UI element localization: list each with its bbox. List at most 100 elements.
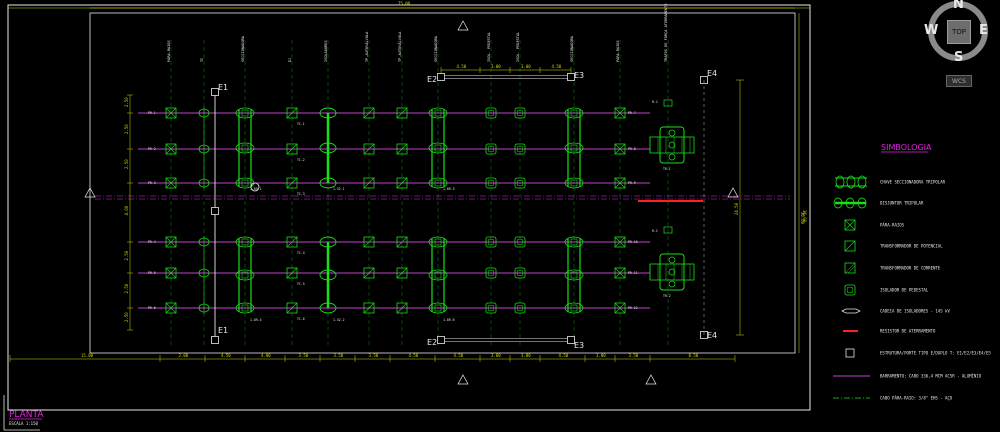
viewcube-north[interactable]: N — [953, 0, 964, 12]
legend-item: ESTRUTURA/PORTE TIPO E/DUPLO T: E1/E2/E3… — [845, 348, 991, 358]
breaker-pole — [319, 107, 337, 119]
pedestal-insulator-core — [488, 110, 494, 116]
switch-pole — [235, 269, 255, 281]
left-dim-value: 2.50 — [124, 312, 129, 322]
legend-symbol — [845, 348, 855, 358]
potential-transformer-diag — [396, 236, 408, 248]
potential-transformer-diag — [363, 177, 375, 189]
pedestal-insulator-core — [517, 110, 523, 116]
section-marker — [457, 374, 469, 385]
switch-pole — [564, 236, 584, 248]
transformer-tank — [659, 126, 685, 164]
column-title: ISOL. PEDESTAL — [516, 32, 520, 62]
bottom-dim-value: 3.50 — [629, 353, 639, 358]
power-transformer: TR-2 — [649, 226, 695, 298]
potential-transformer-diag — [396, 267, 408, 279]
equip-label: 1-52-2 — [333, 318, 345, 322]
lightning-arrester — [165, 302, 177, 314]
column-title: TC — [200, 58, 204, 62]
legend-item-label: CADEIA DE ISOLADORES - 145 kV — [880, 309, 950, 314]
viewcube-top-face[interactable]: TOP — [947, 20, 971, 44]
bushing — [668, 280, 676, 288]
overall-width-label: 75.00 — [398, 1, 411, 6]
lightning-arrester-x — [165, 177, 177, 189]
potential-transformer — [363, 107, 375, 119]
legend-symbol — [844, 262, 856, 274]
structure-post — [437, 73, 445, 81]
equip-label: 1-89-6 — [443, 318, 455, 322]
bottom-dim-value: 3.50 — [369, 353, 379, 358]
column-title: DJ — [288, 58, 292, 62]
substation-fence — [89, 12, 796, 354]
pedestal-insulator-core — [488, 239, 494, 245]
switch-pole-core — [570, 179, 578, 187]
top-dim-value: 3.00 — [491, 64, 501, 69]
viewcube-south[interactable]: S — [954, 50, 964, 65]
breaker-pole — [319, 302, 337, 314]
structure-label: E1 — [218, 83, 228, 92]
structure-label: E3 — [574, 71, 584, 80]
structure-label: E2 — [427, 338, 437, 347]
legend-symbol — [844, 219, 856, 231]
lightning-arrester — [165, 236, 177, 248]
equip-label: 1-89-1 — [250, 187, 262, 191]
lightning-arrester-x — [165, 267, 177, 279]
legend-item-label: PÁRA-RAIOS — [880, 223, 905, 228]
drawing-title: PLANTA — [9, 410, 44, 420]
bottom-dim-value: 3.00 — [521, 353, 531, 358]
legend-symbol — [844, 240, 856, 252]
switch-pole-core — [570, 304, 578, 312]
viewcube-east[interactable]: E — [979, 23, 988, 38]
equip-label: PR-3 — [148, 181, 156, 185]
wcs-menu-button[interactable]: WCS — [946, 75, 972, 87]
column-title: TP-AUTOVÁLVULA — [364, 31, 369, 62]
switch-pole-core — [241, 109, 249, 117]
left-dim-value: 2.50 — [124, 159, 129, 169]
column-title: SECCIONADORA — [570, 35, 574, 62]
pedestal-insulator-core — [517, 146, 523, 152]
switch-pole-core — [434, 144, 442, 152]
lightning-arrester — [614, 143, 626, 155]
right-dim-value: 24.50 — [734, 202, 739, 215]
pedestal-insulator — [514, 236, 526, 248]
potential-transformer — [286, 267, 298, 279]
lightning-arrester-x — [614, 302, 626, 314]
pedestal-insulator-core — [517, 270, 523, 276]
transformer-radiators — [649, 263, 695, 281]
potential-transformer-diag — [286, 267, 298, 279]
legend-item-label: CABO PÁRA-RAIO: 3/8" EHS - AÇO — [880, 396, 953, 401]
lightning-arrester-x — [614, 107, 626, 119]
legend-item: CADEIA DE ISOLADORES - 145 kV — [841, 309, 950, 314]
equip-label: R-2 — [652, 229, 658, 233]
viewcube-widget[interactable]: N S E W TOP WCS — [924, 0, 990, 87]
viewcube-west[interactable]: W — [924, 23, 939, 38]
equip-label: R-1 — [652, 100, 658, 104]
legend-symbol — [844, 219, 856, 231]
transformer-radiators — [649, 136, 695, 154]
legend-item: BARRAMENTO: CABO 336,4 MCM ACSR - ALUMÍN… — [833, 374, 982, 379]
potential-transformer-diag — [286, 177, 298, 189]
structure-label: E4 — [707, 69, 717, 78]
lightning-arrester-x — [165, 236, 177, 248]
top-dim-value: 3.00 — [521, 64, 531, 69]
potential-transformer-diag — [363, 143, 375, 155]
bottom-dim-value: 4.50 — [559, 353, 569, 358]
equip-label: TC-1 — [297, 122, 305, 126]
breaker-pole — [319, 269, 337, 281]
pedestal-insulator — [485, 267, 497, 279]
lightning-arrester — [165, 177, 177, 189]
current-transformer — [198, 178, 210, 188]
bottom-dim-value: 4.50 — [221, 353, 231, 358]
current-transformer — [198, 144, 210, 154]
bottom-dim-value: 15.00 — [81, 353, 94, 358]
transformer-tank — [659, 253, 685, 291]
potential-transformer — [396, 236, 408, 248]
left-dim-value: 2.50 — [124, 283, 129, 293]
current-transformer — [198, 237, 210, 247]
structure-post — [567, 336, 575, 344]
equip-label: 1-52-1 — [333, 187, 345, 191]
switch-pole — [428, 236, 448, 248]
switch-pole — [428, 269, 448, 281]
drawing-scale: ESCALA 1:150 — [9, 421, 38, 426]
